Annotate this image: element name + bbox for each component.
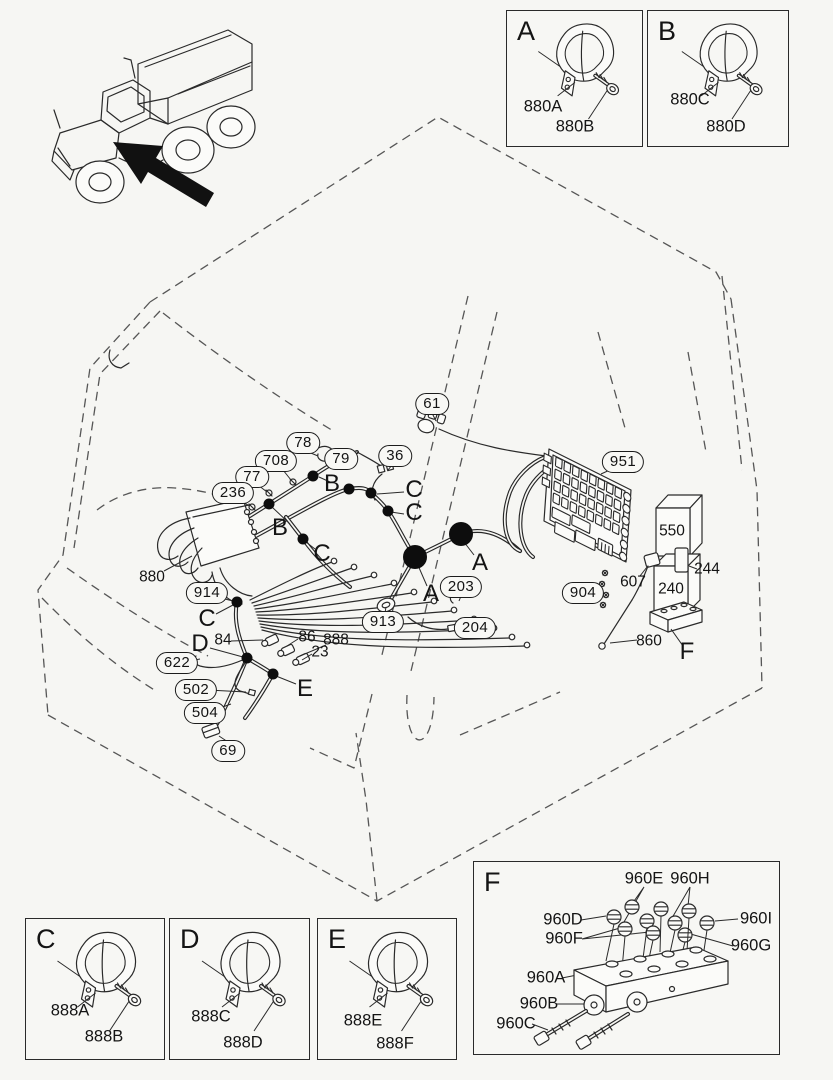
cab-pointer-arrow-icon [113, 142, 214, 207]
inset-letter-c: C [36, 924, 56, 954]
part-label-960A: 960A [526, 968, 566, 987]
part-label-880B: 880B [555, 117, 595, 136]
relay-box-550 [655, 494, 703, 557]
connector-plate-880 [157, 498, 260, 605]
inset-box-e: E 888E 888F [317, 918, 457, 1060]
inset-letter-d: D [180, 924, 200, 954]
part-label-960B: 960B [519, 994, 559, 1013]
part-label-960H: 960H [670, 869, 710, 888]
part-label-880C: 880C [670, 90, 710, 109]
inset-letter-e: E [328, 924, 347, 954]
part-label-888E: 888E [343, 1011, 383, 1030]
part-label-888B: 888B [84, 1027, 124, 1046]
inset-box-a: A 880A 880B [506, 10, 643, 147]
inset-letter-f: F [484, 867, 501, 897]
clip-parts [248, 478, 297, 511]
plug-607 [598, 552, 661, 650]
part-label-960C: 960C [496, 1014, 536, 1033]
connector-61 [416, 407, 447, 434]
part-label-960D: 960D [543, 910, 583, 929]
inset-box-c: C 888A 888B [25, 918, 165, 1060]
truck-thumbnail [51, 29, 256, 207]
connector-244 [674, 547, 689, 573]
wire-fan-914 [249, 557, 531, 649]
part-label-960F: 960F [545, 929, 583, 948]
inset-box-f: F 960E 960H 960D 960I 960F 960G 960A 960… [473, 861, 780, 1055]
part-label-888C: 888C [191, 1007, 231, 1026]
screws-904 [598, 569, 610, 609]
part-label-960E: 960E [624, 869, 664, 888]
part-label-888A: 888A [50, 1001, 90, 1020]
cab-outline [37, 116, 763, 902]
inset-letter-a: A [517, 16, 536, 46]
terminal-kit-drawing [531, 886, 739, 1050]
part-label-888D: 888D [223, 1033, 263, 1052]
part-label-880D: 880D [706, 117, 746, 136]
clamp-dots [231, 470, 473, 680]
inset-letter-b: B [658, 16, 677, 46]
connector-36 [376, 461, 395, 474]
part-label-960I: 960I [739, 909, 773, 928]
wiring-harness [157, 407, 554, 739]
part-label-960G: 960G [730, 936, 772, 955]
inset-box-d: D 888C 888D [169, 918, 310, 1060]
terminal-block-f [649, 601, 703, 633]
fuse-panel-951 [541, 448, 703, 650]
part-label-880A: 880A [523, 97, 563, 116]
inset-box-b: B 880C 880D [647, 10, 789, 147]
part-label-888F: 888F [376, 1034, 414, 1053]
